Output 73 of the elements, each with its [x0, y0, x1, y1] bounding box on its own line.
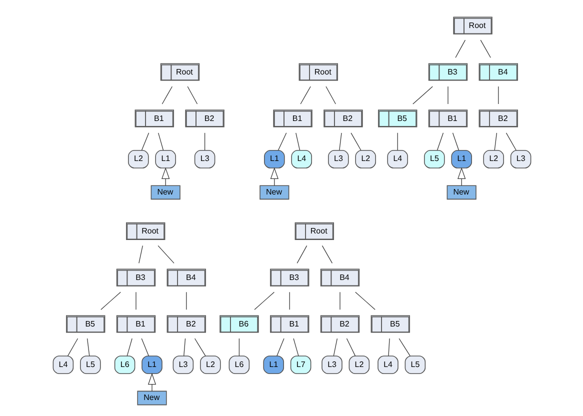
- node-box: L4: [377, 356, 398, 374]
- connector: [254, 292, 274, 310]
- node-box: L1: [154, 150, 176, 168]
- connector: [296, 245, 307, 264]
- connector: [354, 292, 375, 310]
- connector: [454, 40, 466, 58]
- connector: [332, 338, 338, 356]
- connector: [480, 40, 490, 58]
- connector: [447, 86, 448, 104]
- node-box: L7: [290, 356, 311, 374]
- connector: [204, 132, 205, 151]
- connector: [161, 86, 172, 104]
- node-box: L2: [200, 356, 220, 374]
- node-box: New: [136, 390, 166, 406]
- connector: [339, 292, 340, 310]
- connector: [183, 338, 186, 356]
- connector: [126, 338, 132, 356]
- connector: [140, 338, 149, 356]
- node-box: L3: [194, 150, 215, 168]
- node-box: L4: [290, 150, 312, 168]
- connector: [350, 132, 361, 151]
- node-box: L5: [80, 356, 100, 374]
- connector: [388, 338, 390, 356]
- connector: [140, 132, 149, 151]
- node-box: L6: [114, 356, 135, 374]
- node-box: L3: [328, 150, 348, 168]
- node-box: L1: [450, 150, 472, 168]
- node-box: L3: [172, 356, 194, 374]
- node-box: L2: [482, 150, 504, 168]
- node-box: L3: [321, 356, 342, 374]
- connector: [158, 132, 164, 151]
- connector: [277, 132, 286, 151]
- arrow: [147, 372, 156, 392]
- node-box: L2: [348, 356, 370, 374]
- connector: [338, 132, 342, 151]
- node-box: L2: [354, 150, 376, 168]
- connector: [436, 132, 444, 151]
- node-box: L5: [404, 356, 426, 374]
- connector: [138, 245, 142, 264]
- connector: [346, 338, 356, 356]
- node-box: L1: [262, 356, 284, 374]
- node-box: New: [150, 185, 180, 200]
- connector: [288, 292, 290, 310]
- connector: [396, 132, 398, 151]
- connector: [292, 338, 298, 356]
- node-box: L4: [52, 356, 74, 374]
- node-box: L5: [424, 150, 444, 168]
- node-box: L3: [510, 150, 531, 168]
- connector: [135, 292, 136, 310]
- connector: [494, 132, 497, 151]
- node-box: L6: [228, 356, 250, 374]
- connector: [300, 86, 310, 104]
- node-box: New: [446, 185, 476, 200]
- connector: [398, 338, 410, 356]
- connector: [186, 86, 198, 104]
- connector: [194, 338, 206, 356]
- connector: [325, 86, 336, 104]
- connector: [452, 132, 459, 151]
- node-box: L1: [264, 150, 284, 168]
- node-box: L4: [386, 150, 408, 168]
- connector: [321, 245, 332, 264]
- node-box: New: [259, 185, 289, 200]
- node-box: L1: [141, 356, 162, 374]
- connector: [238, 338, 240, 356]
- connector: [66, 338, 78, 356]
- connector: [295, 132, 300, 151]
- connector: [505, 132, 516, 151]
- connector: [86, 338, 90, 356]
- node-box: L2: [128, 150, 148, 168]
- connector: [157, 245, 174, 264]
- connector: [276, 338, 284, 356]
- connector: [412, 86, 432, 104]
- connector: [100, 292, 120, 310]
